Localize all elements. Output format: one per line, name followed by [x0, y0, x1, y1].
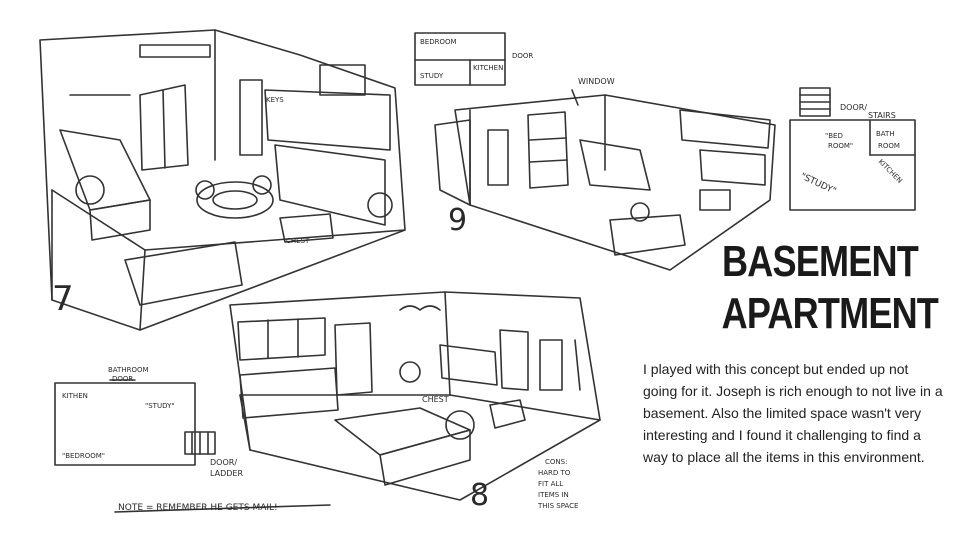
- cons-line-4: ITEMS IN: [538, 491, 569, 499]
- slide-title-line-2: APARTMENT: [721, 289, 939, 338]
- floor-plan-top: [414, 32, 506, 86]
- plan-right-kitchen: KITCHEN: [877, 158, 904, 185]
- plan-top-study: STUDY: [420, 72, 444, 80]
- plan-right-bed-2: ROOM": [828, 142, 853, 150]
- room-sketch-8: [229, 291, 601, 501]
- floor-plan-bottom: [54, 379, 216, 466]
- slide-title-line-1: BASEMENT: [722, 237, 919, 286]
- plan-bottom-kitchen: KITHEN: [62, 392, 88, 400]
- sketch-number-9: 9: [448, 203, 467, 238]
- note-mail: NOTE = REMEMBER HE GETS MAIL!: [118, 503, 278, 513]
- room-sketch-7: [39, 29, 406, 331]
- plan-bottom-ladder-1: DOOR/: [210, 458, 237, 467]
- label-chest-7: CHEST: [286, 237, 310, 245]
- label-chest-8: CHEST: [422, 395, 449, 404]
- floor-plan-right: [789, 87, 916, 211]
- plan-bottom-ladder-2: LADDER: [210, 469, 243, 478]
- cons-line-3: FIT ALL: [538, 480, 563, 488]
- plan-bottom-study: "STUDY": [145, 402, 175, 410]
- plan-right-bath-2: ROOM: [878, 142, 900, 150]
- plan-bottom-bathroom-2: DOOR: [112, 375, 133, 383]
- plan-right-door-stairs-2: STAIRS: [868, 111, 896, 120]
- plan-right-door-stairs-1: DOOR/: [840, 103, 867, 112]
- plan-top-door: DOOR: [512, 52, 533, 60]
- label-keys: KEYS: [266, 96, 284, 104]
- cons-line-1: CONS:: [545, 458, 567, 466]
- label-window: WINDOW: [578, 77, 615, 86]
- plan-right-bath-1: BATH: [876, 130, 895, 138]
- sketch-number-8: 8: [470, 478, 489, 513]
- slide-title: BASEMENT APARTMENT: [721, 236, 939, 340]
- room-sketch-9: [434, 89, 776, 271]
- plan-right-bed-1: "BED: [825, 132, 843, 140]
- plan-top-kitchen: KITCHEN: [473, 64, 503, 72]
- cons-line-2: HARD TO: [538, 469, 571, 477]
- plan-top-bedroom: BEDROOM: [420, 38, 457, 46]
- plan-right-study: "STUDY": [799, 172, 838, 197]
- slide-description: I played with this concept but ended up …: [643, 361, 943, 465]
- cons-line-5: THIS SPACE: [537, 502, 578, 510]
- plan-bottom-bathroom-1: BATHROOM: [108, 366, 149, 374]
- sketch-number-7: 7: [52, 279, 74, 319]
- plan-bottom-bedroom: "BEDROOM": [62, 452, 105, 460]
